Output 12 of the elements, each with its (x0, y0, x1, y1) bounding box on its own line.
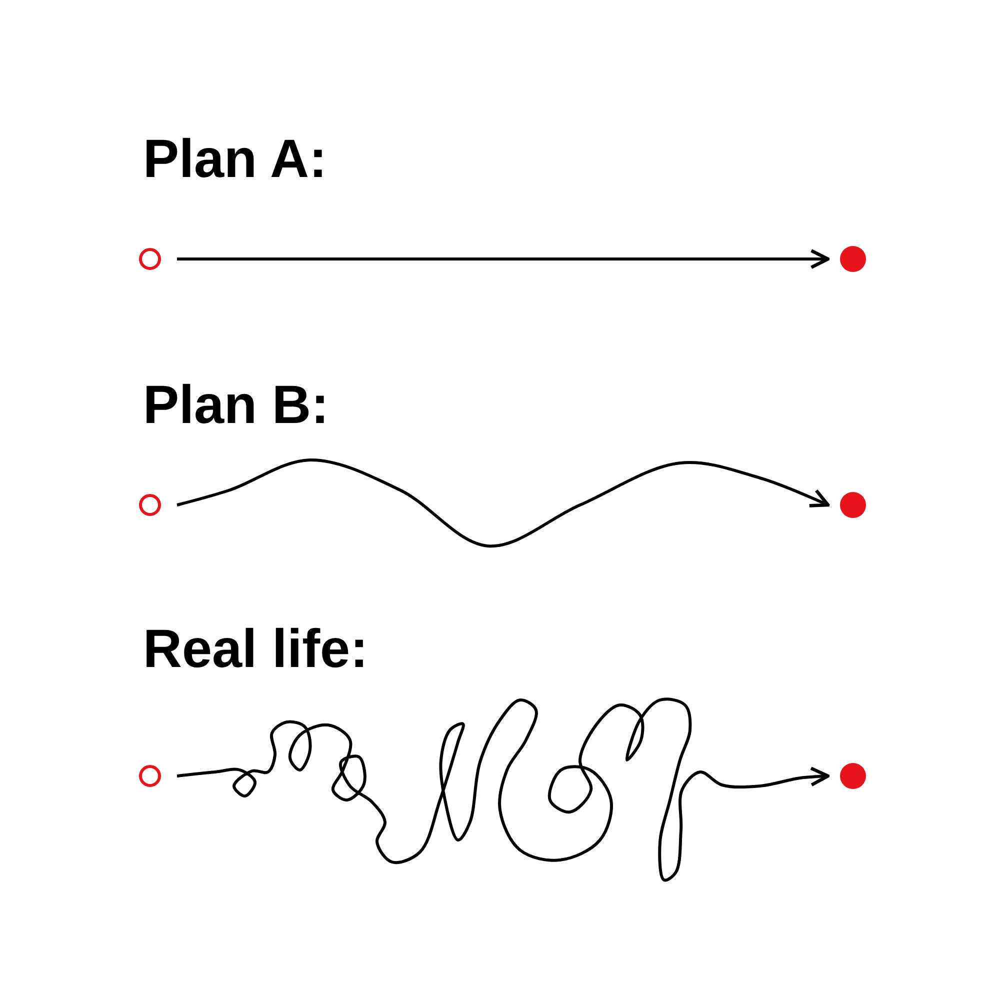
arrow (176, 698, 830, 882)
end-point (840, 246, 866, 272)
heading: Real life: (143, 622, 368, 676)
heading: Plan B: (143, 378, 330, 432)
arrow (177, 249, 830, 269)
heading: Plan A: (143, 132, 328, 186)
start-point (139, 494, 161, 516)
start-point (139, 248, 161, 270)
arrow (176, 458, 830, 548)
end-point (840, 763, 866, 789)
start-point (139, 765, 161, 787)
end-point (840, 492, 866, 518)
